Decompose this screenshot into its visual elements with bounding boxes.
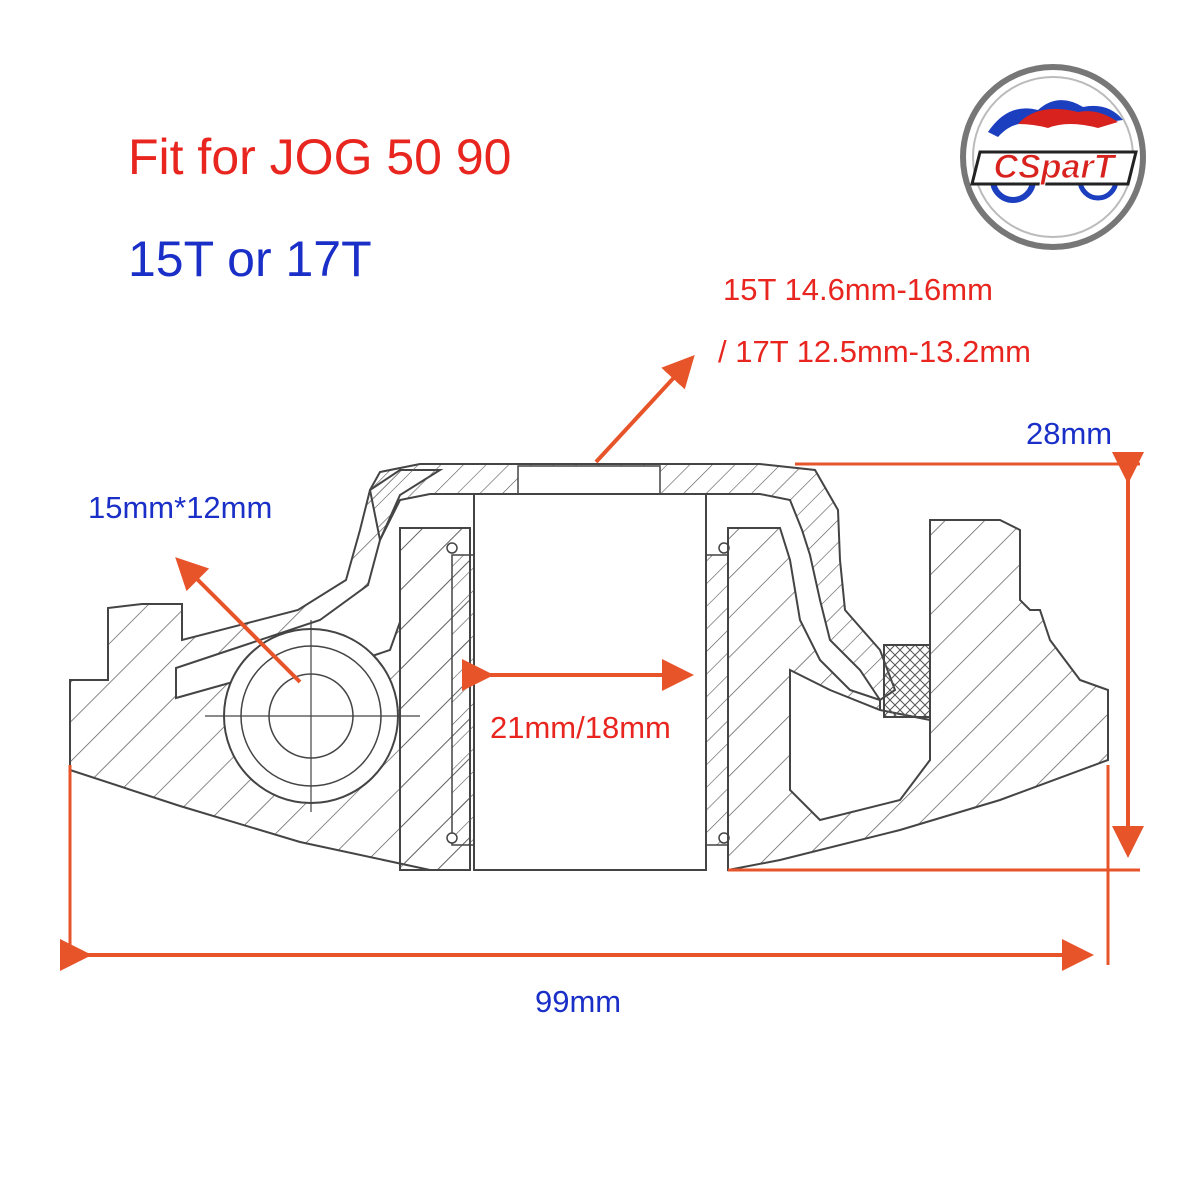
- width-dimension: 99mm: [535, 984, 622, 1019]
- logo-text: CSparT: [994, 148, 1118, 186]
- bearing-dimension: 15mm*12mm: [88, 490, 273, 525]
- teeth-dimension-17t: / 17T 12.5mm-13.2mm: [718, 334, 1031, 369]
- housing-left: [69, 469, 471, 871]
- page-subtitle: 15T or 17T: [128, 231, 372, 287]
- brand-logo: CSparT: [958, 62, 1148, 252]
- bore-dimension: 21mm/18mm: [490, 710, 671, 745]
- bore-sleeve: [399, 493, 730, 871]
- page-title: Fit for JOG 50 90: [128, 129, 512, 185]
- housing-top-cap: [368, 463, 897, 702]
- teeth-dimension-15t: 15T 14.6mm-16mm: [723, 272, 993, 307]
- housing-right: [727, 519, 1109, 872]
- dimension-lines: [60, 355, 1144, 971]
- height-dimension: 28mm: [1026, 416, 1113, 451]
